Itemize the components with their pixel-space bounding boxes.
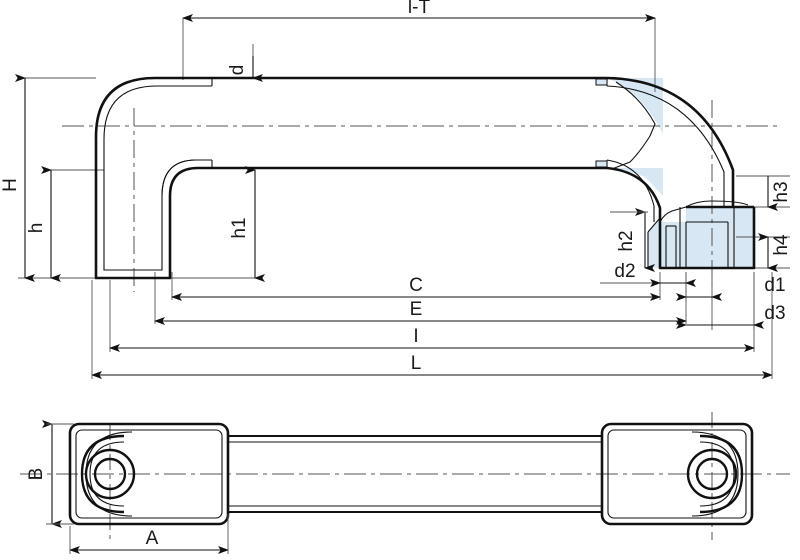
dimension-label-B: B (26, 468, 47, 481)
handle-inner-detail-lines (103, 78, 749, 271)
plan-right-foot (600, 422, 754, 526)
dimension-label-I: I (413, 326, 418, 347)
dimension-label-E: E (410, 299, 423, 320)
section-fill-boss (660, 207, 754, 268)
dimension-d1: d1 (676, 275, 786, 301)
dimension-label-L: L (411, 353, 422, 374)
dimension-d: d (227, 56, 263, 82)
dimension-label-d2: d2 (614, 261, 635, 282)
side-elevation-view: l-T d H h h1 h2 h3 (0, 0, 792, 379)
plan-view: B A (20, 412, 790, 554)
plan-tube (228, 435, 602, 513)
dimension-I: I (109, 326, 755, 352)
dimension-label-d3: d3 (764, 303, 785, 324)
dimension-label-h3: h3 (771, 181, 792, 202)
dimension-l-t: l-T (182, 0, 656, 22)
dimension-d3: d3 (676, 303, 786, 329)
dimension-L: L (91, 272, 773, 379)
dimension-label-C: C (409, 275, 423, 296)
dimension-label-H: H (0, 178, 21, 192)
section-fill-upper-wedge (607, 78, 663, 134)
dimension-label-h: h (26, 223, 47, 234)
dimension-B: B (26, 420, 74, 528)
vertical-centre-lines (133, 100, 713, 292)
tube-end-caps (595, 78, 608, 168)
dimension-label-A: A (146, 528, 159, 549)
dimension-A: A (69, 514, 229, 554)
dimension-C: C (171, 275, 661, 301)
dimension-h4: h4 (758, 233, 792, 272)
dimension-E: E (154, 299, 687, 325)
dimension-label-l-t: l-T (408, 0, 431, 18)
dimension-h: h (26, 166, 61, 282)
dimension-label-h2: h2 (616, 230, 637, 251)
dimension-label-d: d (227, 65, 248, 76)
dimension-label-d1: d1 (764, 275, 785, 296)
dimension-H: H (0, 74, 35, 282)
dimension-label-h4: h4 (771, 234, 792, 256)
dimension-d2: d2 (614, 261, 696, 287)
plan-left-foot (68, 422, 230, 526)
dimension-h1: h1 (229, 166, 265, 282)
section-fill-lower-wedge (607, 168, 663, 196)
dimension-label-h1: h1 (229, 217, 250, 238)
dimension-h2: h2 (610, 208, 655, 272)
dimension-h3: h3 (767, 176, 792, 211)
